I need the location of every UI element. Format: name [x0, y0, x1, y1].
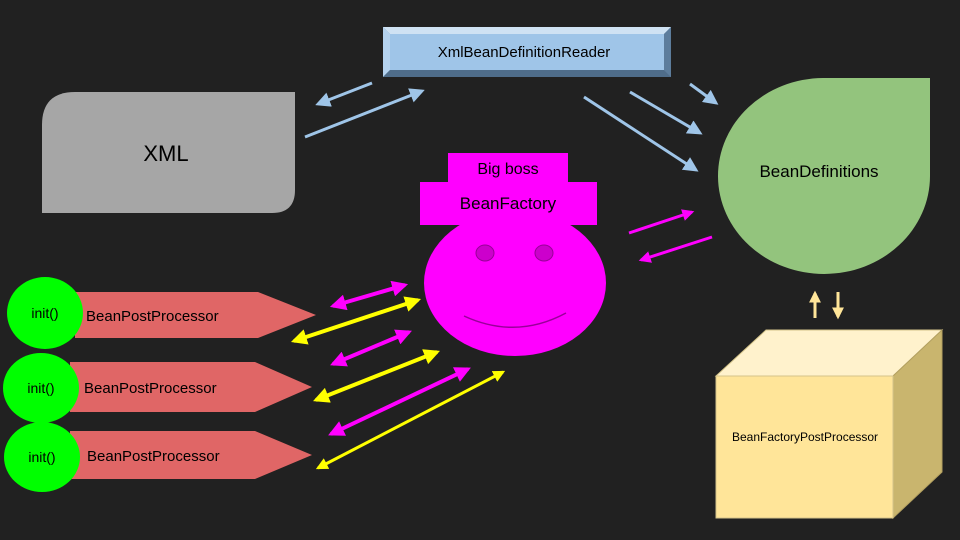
bean-post-processor-2: [70, 362, 312, 412]
arrow-xml-to-reader: [304, 88, 425, 139]
init-label-1: init(): [31, 305, 58, 321]
bean-definitions-label: BeanDefinitions: [759, 162, 878, 181]
bean-post-processor-row-1: BeanPostProcessor init(): [7, 277, 316, 349]
init-circle-1: [7, 277, 83, 349]
bean-definitions-shape: BeanDefinitions: [718, 78, 930, 274]
hat-brim: [420, 182, 597, 225]
bean-post-processor-1-label: BeanPostProcessor: [86, 308, 219, 325]
bean-factory-post-processor-label: BeanFactoryPostProcessor: [732, 430, 878, 444]
init-circle-3: [4, 422, 80, 492]
init-label-3: init(): [28, 449, 55, 465]
arrow-factory-to-definitions: [628, 209, 695, 235]
reader-arrows: [304, 81, 719, 172]
reader-label: XmlBeanDefinitionReader: [438, 44, 611, 61]
arrow-reader-to-xml: [315, 81, 373, 107]
left-eye-icon: [475, 244, 495, 262]
bean-post-processor-2-label: BeanPostProcessor: [84, 380, 217, 397]
xml-label: XML: [143, 141, 188, 166]
arrow-reader-to-bean-definitions-2: [629, 90, 703, 135]
right-eye-icon: [534, 244, 554, 262]
bean-post-processor-1: [75, 292, 316, 338]
definitions-factory-post-processor-arrows: [809, 290, 844, 320]
arrow-magenta-1: [329, 280, 409, 311]
bean-post-processor-row-2: BeanPostProcessor init(): [3, 353, 312, 423]
xml-bean-definition-reader-box: XmlBeanDefinitionReader: [383, 27, 671, 77]
bean-post-processor-3-label: BeanPostProcessor: [87, 448, 220, 465]
arrow-reader-to-bean-definitions-3: [689, 82, 719, 105]
arrow-reader-to-bean-definitions-1: [583, 95, 699, 172]
processor-factory-arrows: [290, 280, 506, 470]
smile-icon: [463, 312, 567, 329]
bean-factory-post-processor-cube: BeanFactoryPostProcessor: [714, 328, 944, 520]
arrow-definitions-to-factory: [638, 235, 713, 263]
init-label-2: init(): [27, 380, 54, 396]
bean-post-processor-3: [70, 431, 312, 479]
xml-shape: XML: [42, 92, 295, 213]
arrow-yellow-3: [315, 370, 506, 470]
init-circle-2: [3, 353, 79, 423]
bean-post-processor-row-3: BeanPostProcessor init(): [4, 422, 312, 492]
hat-top: [448, 153, 568, 184]
bean-factory-character: Big boss BeanFactory: [420, 153, 606, 356]
big-boss-label: Big boss: [477, 161, 538, 178]
factory-definitions-arrows: [628, 209, 713, 263]
arrow-yellow-1: [290, 296, 422, 345]
bean-factory-face: [424, 210, 606, 356]
arrow-magenta-2: [330, 329, 412, 367]
bean-factory-label: BeanFactory: [460, 194, 557, 213]
